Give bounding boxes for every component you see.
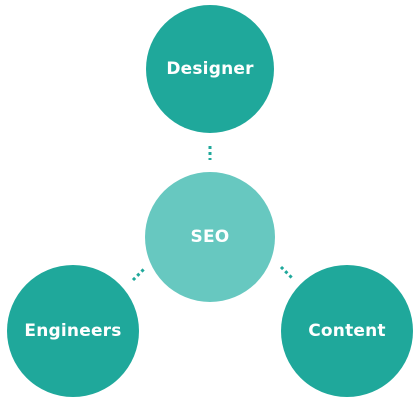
designer-label: Designer xyxy=(166,59,254,79)
content-label: Content xyxy=(308,321,386,341)
seo-label: SEO xyxy=(190,227,230,247)
designer-node: Designer xyxy=(146,5,274,133)
seo-node: SEO xyxy=(145,172,275,302)
engineers-node: Engineers xyxy=(7,265,139,397)
connector-content-seo xyxy=(279,265,295,281)
engineers-label: Engineers xyxy=(24,321,122,341)
content-node: Content xyxy=(281,265,413,397)
connector-engineers-seo xyxy=(131,266,147,282)
